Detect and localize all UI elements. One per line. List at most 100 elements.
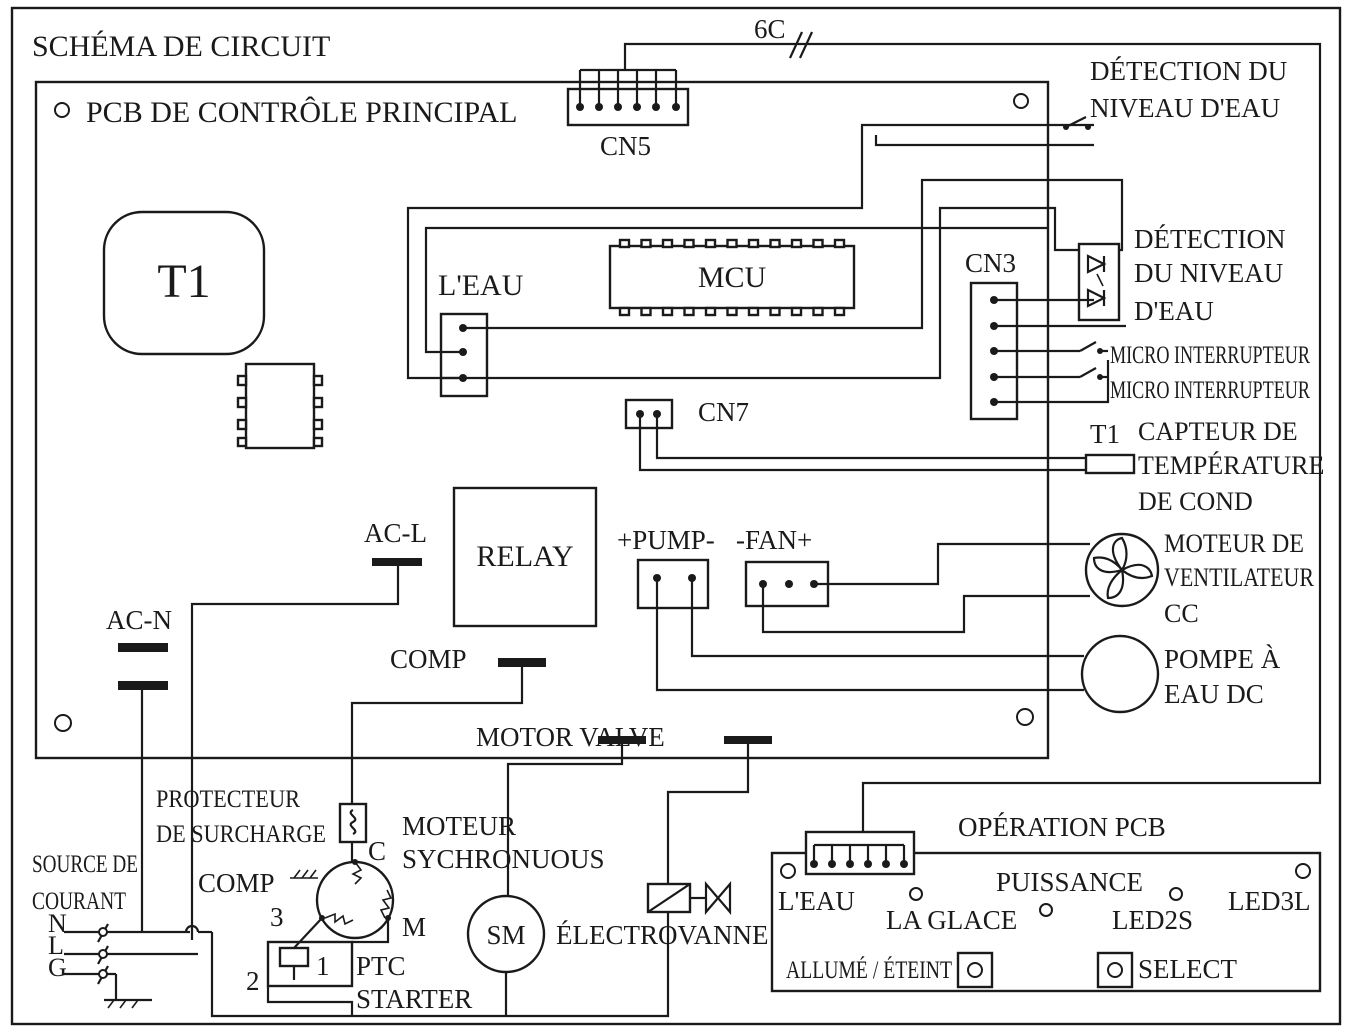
cn3-label: CN3 [965, 248, 1016, 278]
mcu-pin [726, 306, 738, 317]
ptc-label: STARTER [356, 984, 472, 1014]
level-sensor-2-label: DÉTECTION [1134, 224, 1285, 254]
led-indicator [909, 887, 923, 901]
mcu-pin [812, 238, 824, 249]
on-off-button[interactable] [956, 951, 994, 989]
power-led-label: PUISSANCE [996, 867, 1143, 897]
compressor-terminal-m: M [402, 912, 426, 942]
transformer-t1-label: T1 [157, 255, 210, 308]
comp-terminal [498, 658, 546, 667]
led3l-label: LED3L [1228, 886, 1310, 916]
solenoid-valve-label: ÉLECTROVANNE [556, 920, 769, 950]
water-pump [1080, 634, 1160, 714]
compressor-label: COMP [198, 868, 275, 898]
micro-switch [1079, 341, 1108, 354]
wire [638, 414, 1086, 472]
mcu-pin [704, 238, 717, 249]
cn5-label: CN5 [600, 131, 651, 161]
temp-sensor-tag: T1 [1090, 419, 1120, 449]
wire [655, 414, 1086, 460]
ic-chip [236, 362, 324, 450]
main-pcb-label: PCB DE CONTRÔLE PRINCIPAL [86, 96, 517, 129]
mcu-pin [640, 306, 652, 317]
cn5-connector: CN5 [566, 68, 690, 161]
fan-motor-label: MOTEUR DE [1164, 529, 1304, 558]
temp-sensor-label: CAPTEUR DE [1138, 417, 1298, 446]
mcu-pin [683, 238, 695, 249]
mcu-pin [726, 238, 738, 249]
mcu-pin [747, 306, 760, 317]
water-level-switch [1063, 116, 1091, 130]
mcu-pin [640, 238, 652, 249]
overload-label: PROTECTEUR [156, 786, 300, 813]
ground-label: G [48, 953, 67, 982]
power-source-label: SOURCE DE [32, 851, 138, 878]
mcu-pin [790, 306, 803, 317]
power-source-label: COURANT [32, 888, 126, 915]
temp-sensor-label: DE COND [1138, 487, 1253, 516]
fan-motor-label: VENTILATEUR [1164, 563, 1315, 592]
motor-valve-terminal [598, 736, 646, 744]
main-pcb-board [34, 80, 1050, 760]
ptc-terminal-1: 1 [316, 951, 330, 981]
overload-protector [338, 802, 368, 844]
level-sensor-2-label: D'EAU [1134, 296, 1214, 326]
mount-hole [54, 102, 70, 118]
ptc-starter [266, 917, 390, 988]
compressor-terminal-c: C [368, 836, 386, 866]
mcu-pin [683, 306, 695, 317]
neutral-label: N [48, 909, 67, 938]
wire [655, 578, 1084, 692]
mcu-pin [790, 238, 803, 249]
synchronous-motor-label: SM [486, 920, 525, 950]
mcu-pin [833, 238, 846, 249]
cn7-connector: CN7 [624, 397, 749, 430]
mcu-pin [747, 238, 760, 249]
wire [406, 123, 1094, 380]
comp-terminal-label: COMP [390, 644, 467, 674]
micro-switch-label: MICRO INTERRUPTEUR [1110, 342, 1310, 369]
wire [690, 578, 1084, 658]
fan-motor-label: CC [1164, 599, 1199, 628]
mcu-label: MCU [698, 261, 767, 294]
mcu-pin [704, 306, 717, 317]
wire [874, 135, 1094, 147]
valve-terminal [724, 736, 772, 744]
wire [814, 542, 1090, 586]
mcu-pin [769, 306, 781, 317]
cable-6c-label: 6C [754, 14, 786, 44]
level-sensor-1-label: DÉTECTION DU [1090, 56, 1287, 86]
water-pump-label: POMPE À [1164, 644, 1281, 674]
optical-level-sensor [1077, 242, 1121, 322]
compressor-motor [290, 859, 395, 940]
on-off-label: ALLUMÉ / ÉTEINT [786, 956, 952, 984]
micro-switch [1079, 367, 1108, 380]
wire [190, 566, 400, 940]
water-led-label: L'EAU [778, 886, 855, 916]
cn3-connector: CN3 [965, 248, 1019, 421]
mcu-pin [833, 306, 846, 317]
mcu-chip: MCU [608, 238, 856, 317]
led-indicator [1039, 903, 1053, 917]
line-label: L [48, 931, 64, 960]
relay: RELAY [452, 486, 598, 628]
cable-6c: 6C [623, 14, 1322, 832]
level-sensor-1-label: NIVEAU D'EAU [1090, 93, 1280, 123]
pump-connector-label: +PUMP- [617, 525, 715, 555]
ptc-terminal-2: 2 [246, 966, 260, 996]
wire [424, 226, 1048, 354]
level-sensor-2-label: DU NIVEAU [1134, 258, 1283, 288]
ptc-label: PTC [356, 951, 406, 981]
water-pump-label: EAU DC [1164, 679, 1264, 709]
sync-motor-label: MOTEUR [402, 811, 516, 841]
power-terminals [64, 923, 212, 1009]
sync-motor-label: SYCHRONUOUS [402, 844, 605, 874]
micro-switch-label: MICRO INTERRUPTEUR [1110, 377, 1310, 404]
ac-n-terminal [118, 681, 168, 690]
fan-connector-label: -FAN+ [736, 525, 812, 555]
mount-hole [1016, 708, 1034, 726]
select-button[interactable] [1096, 951, 1134, 989]
operation-pcb [770, 830, 1322, 993]
wire [994, 360, 1110, 404]
